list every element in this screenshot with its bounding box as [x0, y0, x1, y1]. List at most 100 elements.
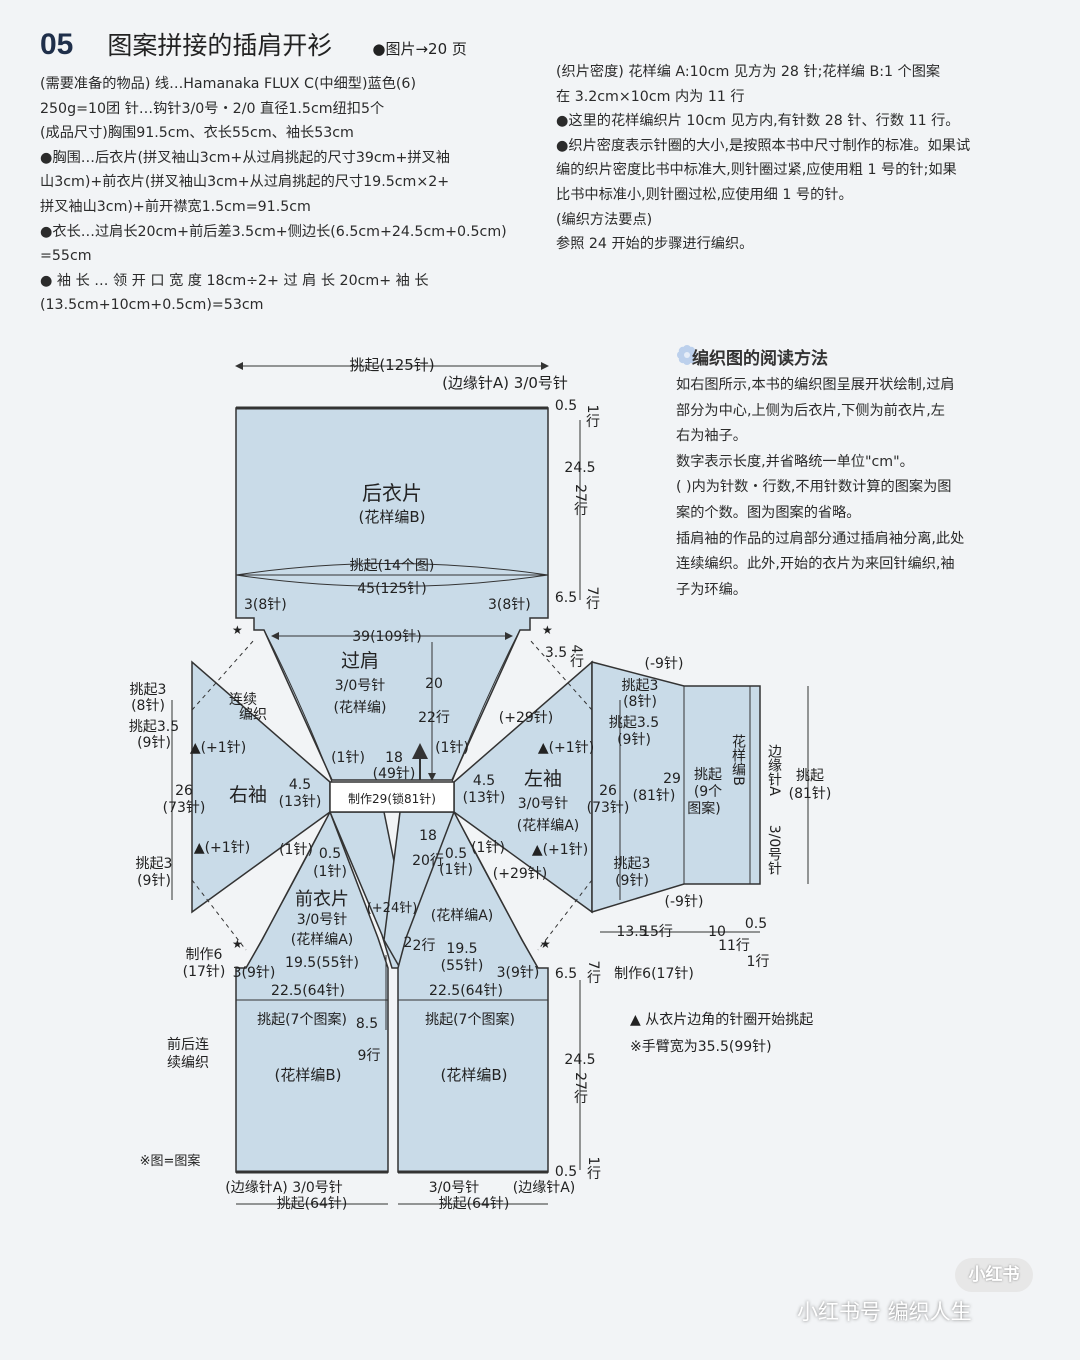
length-line: ●衣长…过肩长20cm+前后差3.5cm+侧边长(6.5cm+24.5cm+0.…	[40, 223, 507, 240]
front-pattern: (花样编A)	[431, 908, 494, 924]
sleeve-line: (13.5cm+10cm+0.5cm)=53cm	[40, 297, 264, 314]
gauge-line: 在 3.2cm×10cm 内为 11 行	[556, 88, 745, 105]
ls-increase: ▲(+1针)	[532, 842, 588, 858]
sleeve-line: ● 袖 长 … 领 开 口 宽 度 18cm÷2+ 过 肩 长 20cm+ 袖 …	[40, 272, 429, 289]
method-heading: (编织方法要点)	[556, 211, 653, 228]
cuff-needle-label: 3/0号针	[766, 825, 782, 876]
corner-width: 3(9针)	[233, 965, 276, 981]
ls-top-width: 4.5	[473, 773, 495, 789]
vertical-dim: 24.5	[564, 1052, 595, 1068]
rs-top-stitches: (13针)	[279, 794, 322, 810]
neck-chain: 制作29(锁81针)	[348, 791, 436, 806]
rs-stitches: (73针)	[163, 800, 206, 816]
rs-pickup: (9针)	[137, 735, 171, 751]
front-pickup: 挑起(7个图案)	[257, 1011, 347, 1028]
front-needle: 3/0号针	[297, 912, 348, 928]
front-pattern-b: (花样编B)	[275, 1066, 342, 1084]
yoke-needle: 3/0号针	[335, 678, 386, 694]
legend-note: ※图=图案	[140, 1154, 201, 1169]
front-band-rows: 2行	[413, 938, 436, 954]
rs-pickup: 挑起3	[136, 856, 173, 872]
vertical-dim: 0.5	[555, 1164, 577, 1180]
gauge-note: 比书中标准小,则针圈过松,应使用细 1 号的针。	[556, 186, 853, 203]
vertical-dim-rows: 1行	[585, 1157, 601, 1181]
front-pattern: (花样编A)	[291, 932, 354, 948]
ls-decrease: (-9针)	[645, 656, 684, 672]
front-lower-width: 22.5(64针)	[271, 983, 345, 999]
rs-top-width: 4.5	[289, 777, 311, 793]
rs-pickup: 挑起3.5	[129, 719, 179, 735]
ls-length: 26	[599, 783, 617, 799]
bottom-pickup-label: 挑起(64针)	[439, 1196, 510, 1212]
ls-increase: (+29针)	[499, 710, 553, 726]
vertical-dim: 6.5	[555, 966, 577, 982]
chest-line: 山3cm)+前衣片(拼叉袖山3cm+从过肩挑起的尺寸19.5cm×2+	[40, 174, 450, 191]
reading-guide-line: 子为环编。	[676, 581, 747, 598]
sleeve-rows-b: 11行	[718, 938, 750, 954]
photo-page-reference: ●图片→20 页	[372, 40, 467, 58]
length-line: =55cm	[40, 248, 92, 265]
front-back-note: 续编织	[167, 1054, 209, 1071]
rs-pickup: (9针)	[137, 873, 171, 889]
front-band-height: 8.5	[356, 1016, 378, 1032]
sleeve-length-a: 13.5	[616, 924, 647, 940]
front-lower-width: 22.5(64针)	[429, 983, 503, 999]
page-title: 图案拼接的插肩开衫	[107, 31, 333, 60]
stitch-note: (1针)	[313, 864, 347, 880]
ls-pickup: (8针)	[623, 694, 657, 710]
gauge-note: ●这里的花样编织片 10cm 见方内,有针数 28 针、行数 11 行。	[556, 113, 960, 130]
vertical-dim-rows: 1行	[584, 405, 600, 429]
chain-make: 制作6	[186, 947, 223, 963]
front-width: 19.5(55针)	[285, 955, 359, 971]
rs-pickup: (8针)	[131, 698, 165, 714]
sleeve-length-b: 10	[708, 924, 726, 940]
vertical-dim-rows: 7行	[584, 587, 600, 611]
yoke-pattern: (花样编)	[334, 700, 387, 716]
back-pickup-label: 挑起(125针)	[349, 356, 434, 374]
back-width: 45(125针)	[357, 581, 426, 597]
method-line: 参照 24 开始的步骤进行编织。	[556, 236, 754, 253]
yoke-rows: 22行	[418, 710, 450, 726]
reading-guide-line: 右为袖子。	[676, 428, 747, 445]
star-icon: ★	[540, 937, 551, 951]
ls-needle: 3/0号针	[518, 796, 569, 812]
top-edge-label: (边缘针A) 3/0号针	[442, 374, 568, 392]
chest-line: 拼叉袖山3cm)+前开襟宽1.5cm=91.5cm	[40, 198, 311, 215]
vertical-dim: 0.5	[555, 398, 577, 414]
bottom-edge-label: (边缘针A)	[513, 1180, 576, 1196]
ls-stitches: (73针)	[587, 800, 630, 816]
ls-pickup: 挑起3	[622, 678, 659, 694]
sleeve-rows-c: 1行	[747, 954, 770, 970]
materials-and-size-section: (需要准备的物品) 线…Hamanaka FLUX C(中细型)蓝色(6) 25…	[40, 72, 530, 318]
front-width: 19.5	[446, 941, 477, 957]
reading-guide-line: 部分为中心,上侧为后衣片,下侧为前衣片,左	[676, 402, 945, 419]
continuous-label: 连续	[229, 691, 257, 708]
reading-guide-line: 插肩袖的作品的过肩部分通过插肩袖分离,此处	[676, 530, 965, 547]
back-body-title: 后衣片	[362, 481, 422, 505]
right-corner-width: 3(8针)	[488, 597, 531, 613]
pickup-note: ▲ 从衣片边角的针圈开始挑起	[630, 1012, 813, 1028]
ls-top-stitches: (13针)	[463, 790, 506, 806]
bottom-pickup-label: 挑起(64针)	[277, 1196, 348, 1212]
cuff-pickup-label: 挑起	[796, 768, 824, 784]
stitch-note: (1针)	[471, 840, 505, 856]
gauge-section: (织片密度) 花样编 A:10cm 见方为 28 针;花样编 B:1 个图案 在…	[556, 60, 1056, 257]
right-sleeve-title: 右袖	[229, 784, 267, 806]
size-line: (成品尺寸)胸围91.5cm、衣长55cm、袖长53cm	[40, 125, 354, 142]
corner-width: 3(9针)	[497, 965, 540, 981]
front-increase: (+24针)	[367, 901, 418, 916]
rs-pickup: 挑起3	[130, 682, 167, 698]
left-corner-width: 3(8针)	[244, 597, 287, 613]
neck-stitches: (49针)	[373, 766, 416, 782]
front-band-depth: 2	[404, 935, 413, 951]
ls-pattern: (花样编A)	[517, 818, 580, 834]
continuous-label: 编织	[239, 707, 267, 723]
ls-cuff-pickup: (9个	[694, 784, 722, 800]
left-sleeve-title: 左袖	[524, 768, 562, 790]
back-body-pattern: (花样编B)	[359, 508, 426, 526]
reading-guide-line: 连续编织。此外,开始的衣片为来回针编织,袖	[676, 556, 955, 573]
ls-pickup: (9针)	[615, 873, 649, 889]
reading-guide-line: 数字表示长度,并省略统一单位"cm"。	[676, 453, 914, 470]
yoke-title: 过肩	[341, 650, 379, 672]
